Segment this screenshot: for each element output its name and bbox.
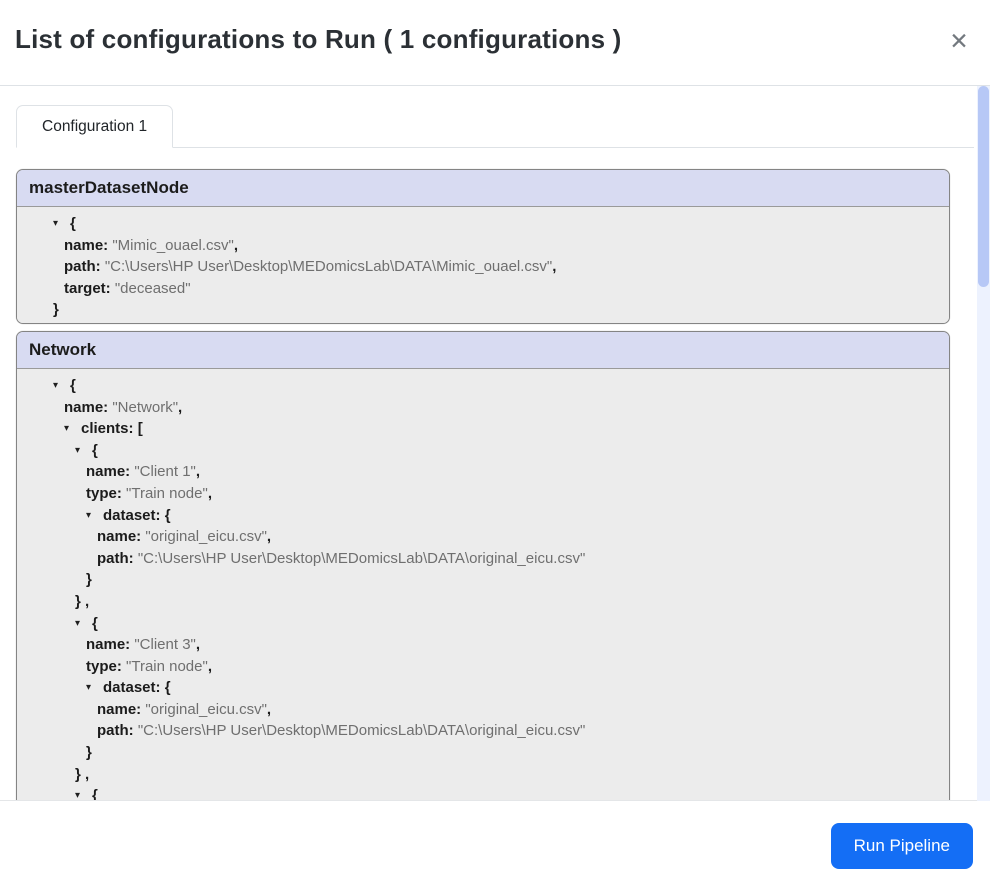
json-value: "original_eicu.csv" [145, 700, 267, 718]
json-key: dataset: [103, 506, 165, 524]
json-tree-line: name: "Network", [17, 397, 939, 419]
master-dataset-node-card: masterDatasetNode ▾{name: "Mimic_ouael.c… [16, 169, 950, 324]
vertical-scrollbar-thumb[interactable] [978, 86, 989, 287]
dialog-header: List of configurations to Run ( 1 config… [0, 0, 990, 86]
json-tree-line: name: "original_eicu.csv", [17, 526, 939, 548]
json-comma: , [178, 398, 183, 416]
json-punct: { [164, 506, 171, 524]
json-tree-line: target: "deceased" [17, 278, 939, 300]
dialog-footer: Run Pipeline [0, 802, 990, 885]
vertical-scrollbar-track[interactable] [977, 86, 990, 801]
json-tree: ▾{name: "Mimic_ouael.csv",path: "C:\User… [17, 207, 949, 323]
json-key: type: [86, 484, 127, 502]
json-tree-line: path: "C:\Users\HP User\Desktop\MEDomics… [17, 548, 939, 570]
json-tree-line: ▾{ [17, 785, 939, 801]
json-tree-line: ▾ dataset: { [17, 505, 939, 527]
json-key: name: [64, 236, 113, 254]
json-value: "C:\Users\HP User\Desktop\MEDomicsLab\DA… [104, 258, 553, 276]
json-value: "Mimic_ouael.csv" [112, 236, 234, 254]
json-comma: , [266, 528, 272, 546]
json-tree-line: ▾{ [17, 375, 939, 397]
json-tree-line: type: "Train node", [17, 656, 939, 678]
json-punct: } [86, 744, 92, 762]
json-comma: , [207, 657, 212, 675]
json-key: name: [86, 463, 135, 481]
json-punct: { [164, 679, 171, 697]
run-pipeline-button[interactable]: Run Pipeline [830, 823, 973, 869]
card-title: Network [17, 331, 949, 369]
json-value: "Client 3" [134, 636, 196, 654]
json-punct: } [86, 571, 92, 589]
json-tree: ▾{name: "Network",▾clients: [▾{name: "Cl… [17, 368, 949, 801]
json-key: type: [86, 657, 127, 675]
json-value: "C:\Users\HP User\Desktop\MEDomicsLab\DA… [137, 549, 586, 567]
json-key: path: [64, 258, 105, 276]
json-key: clients: [81, 420, 138, 438]
json-tree-line: name: "Client 1", [17, 461, 939, 483]
network-card: Network ▾{name: "Network",▾clients: [▾{n… [16, 330, 950, 801]
collapse-arrow-icon[interactable]: ▾ [53, 379, 59, 391]
json-comma: , [266, 700, 272, 718]
json-tree-line: name: "original_eicu.csv", [17, 699, 939, 721]
json-tree-line: ▾{ [17, 613, 939, 635]
json-comma: , [207, 484, 212, 502]
card-title: masterDatasetNode [17, 170, 949, 207]
json-tree-line: ▾{ [17, 213, 939, 235]
json-key: path: [97, 722, 138, 740]
dialog-body[interactable]: Configuration 1 masterDatasetNode ▾{name… [0, 86, 990, 801]
json-punct: { [92, 614, 98, 632]
collapse-arrow-icon[interactable]: ▾ [75, 444, 81, 456]
json-value: "C:\Users\HP User\Desktop\MEDomicsLab\DA… [137, 722, 586, 740]
json-comma: , [233, 236, 239, 254]
json-key: name: [86, 636, 135, 654]
json-comma: , [195, 463, 201, 481]
json-value: "Client 1" [134, 463, 196, 481]
json-key: name: [97, 528, 146, 546]
collapse-arrow-icon[interactable]: ▾ [75, 617, 81, 629]
json-tree-line: ▾ clients: [ [17, 418, 939, 440]
json-punct: { [92, 441, 98, 459]
json-value: "Train node" [126, 484, 208, 502]
json-punct: { [70, 376, 76, 394]
json-key: name: [64, 398, 113, 416]
json-tree-line: } [17, 299, 939, 321]
json-punct: { [92, 787, 98, 801]
json-tree-line: name: "Mimic_ouael.csv", [17, 235, 939, 257]
json-tree-line: ▾{ [17, 440, 939, 462]
json-value: "Train node" [126, 657, 208, 675]
json-value: "original_eicu.csv" [145, 528, 267, 546]
json-punct: [ [137, 420, 143, 438]
collapse-arrow-icon[interactable]: ▾ [86, 682, 92, 694]
json-punct: } , [75, 765, 90, 783]
json-value: "deceased" [114, 279, 191, 297]
json-punct: } , [75, 592, 90, 610]
json-tree-line: ▾ dataset: { [17, 677, 939, 699]
json-key: target: [64, 279, 115, 297]
collapse-arrow-icon[interactable]: ▾ [75, 790, 81, 801]
json-tree-line: } [17, 742, 939, 764]
json-value: "Network" [112, 398, 179, 416]
dialog-title: List of configurations to Run ( 1 config… [15, 24, 622, 54]
json-tree-line: name: "Client 3", [17, 634, 939, 656]
collapse-arrow-icon[interactable]: ▾ [86, 509, 92, 521]
configuration-tabs: Configuration 1 [16, 105, 974, 148]
json-tree-line: type: "Train node", [17, 483, 939, 505]
json-key: name: [97, 700, 146, 718]
json-key: dataset: [103, 679, 165, 697]
tab-configuration-1[interactable]: Configuration 1 [16, 105, 174, 148]
json-punct: { [70, 215, 76, 232]
json-comma: , [552, 258, 557, 276]
json-tree-line: } [17, 569, 939, 591]
json-tree-line: path: "C:\Users\HP User\Desktop\MEDomics… [17, 256, 939, 278]
collapse-arrow-icon[interactable]: ▾ [53, 218, 59, 229]
json-tree-line: } , [17, 764, 939, 786]
json-tree-line: } , [17, 591, 939, 613]
json-tree-line: path: "C:\Users\HP User\Desktop\MEDomics… [17, 720, 939, 742]
close-icon[interactable]: ✕ [944, 26, 974, 56]
collapse-arrow-icon[interactable]: ▾ [64, 423, 70, 435]
configuration-content: masterDatasetNode ▾{name: "Mimic_ouael.c… [16, 169, 950, 801]
json-punct: } [53, 301, 59, 319]
json-comma: , [195, 636, 201, 654]
json-key: path: [97, 549, 138, 567]
